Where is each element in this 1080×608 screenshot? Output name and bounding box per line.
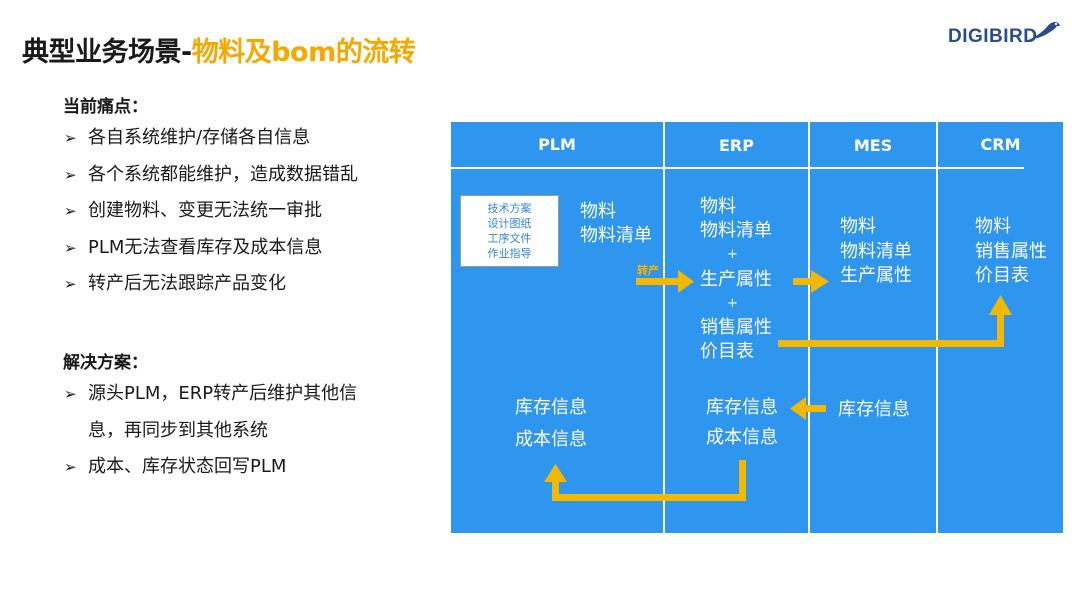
transfer-tag: 转产 [637,264,659,277]
erp-sales-attr: 销售属性 [700,317,772,338]
column-header-mes: MES [853,136,893,155]
plm-bom: 物料清单 [580,225,652,246]
pain-heading: 当前痛点： [63,97,148,117]
arrow-bullet-icon: ➢ [64,385,77,403]
list-item-continuation: 息，再同步到其他系统 [88,419,268,441]
logo-text: DIGIBIRD [948,26,1038,47]
erp-inventory: 库存信息 [706,397,778,418]
column-header-plm: PLM [538,135,576,154]
title-main: 典型业务场景- [22,37,192,68]
list-item: ➢PLM无法查看库存及成本信息 [62,230,358,267]
list-item: ➢源头PLM，ERP转产后维护其他信 [62,376,357,413]
column-divider [936,122,938,533]
list-item: ➢转产后无法跟踪产品变化 [62,266,358,303]
elbow-up-arrow-icon [778,295,1012,347]
crm-material: 物料 [975,216,1011,237]
plm-inventory: 库存信息 [515,397,587,418]
column-header-crm: CRM [980,135,1021,154]
arrow-bullet-icon: ➢ [64,238,77,257]
arrow-bullet-icon: ➢ [64,165,77,184]
erp-production-attr: 生产属性 [700,269,772,290]
arrow-bullet-icon: ➢ [64,129,77,147]
column-divider [663,122,665,533]
list-item: ➢创建物料、变更无法统一审批 [62,193,358,230]
flow-diagram: PLM ERP MES CRM [451,122,1063,533]
mes-inventory: 库存信息 [838,399,910,420]
mes-bom: 物料清单 [840,241,912,262]
plus-sign: + [727,247,738,262]
column-header-erp: ERP [719,136,754,155]
column-divider [808,122,810,533]
erp-material: 物料 [700,196,736,217]
erp-bom: 物料清单 [700,220,772,241]
plus-sign: + [727,296,738,311]
return-u-arrow-icon [544,460,746,501]
left-arrow-icon [790,397,826,420]
header-divider [451,167,1024,169]
plm-material: 物料 [580,201,616,222]
list-item: ➢各自系统维护/存储各自信息 [62,120,358,157]
erp-cost: 成本信息 [706,427,778,448]
crm-sales-attr: 销售属性 [975,241,1047,262]
arrow-bullet-icon: ➢ [64,202,77,220]
solution-heading: 解决方案： [63,353,148,373]
crm-price-list: 价目表 [975,265,1029,286]
right-arrow-icon [793,270,829,293]
mes-production-attr: 生产属性 [840,265,912,286]
erp-price-list: 价目表 [700,341,754,362]
document-box: 技术方案 设计图纸 工序文件 作业指导 [460,195,559,267]
mes-material: 物料 [840,216,876,237]
title-accent: 物料及bom的流转 [191,37,416,68]
plm-cost: 成本信息 [515,429,587,450]
page-title: 典型业务场景-物料及bom的流转 [22,30,416,69]
pain-list: ➢各自系统维护/存储各自信息 ➢各个系统都能维护，造成数据错乱 ➢创建物料、变更… [62,120,358,303]
list-item: ➢成本、库存状态回写PLM [62,449,357,486]
arrow-bullet-icon: ➢ [64,275,77,293]
bird-icon [1028,22,1060,40]
logo: DIGIBIRD [948,18,1060,54]
arrow-bullet-icon: ➢ [64,458,77,476]
list-item: ➢各个系统都能维护，造成数据错乱 [62,157,358,194]
right-arrow-icon [636,270,694,293]
solution-list: ➢源头PLM，ERP转产后维护其他信 息，再同步到其他系统 ➢成本、库存状态回写… [62,376,357,486]
